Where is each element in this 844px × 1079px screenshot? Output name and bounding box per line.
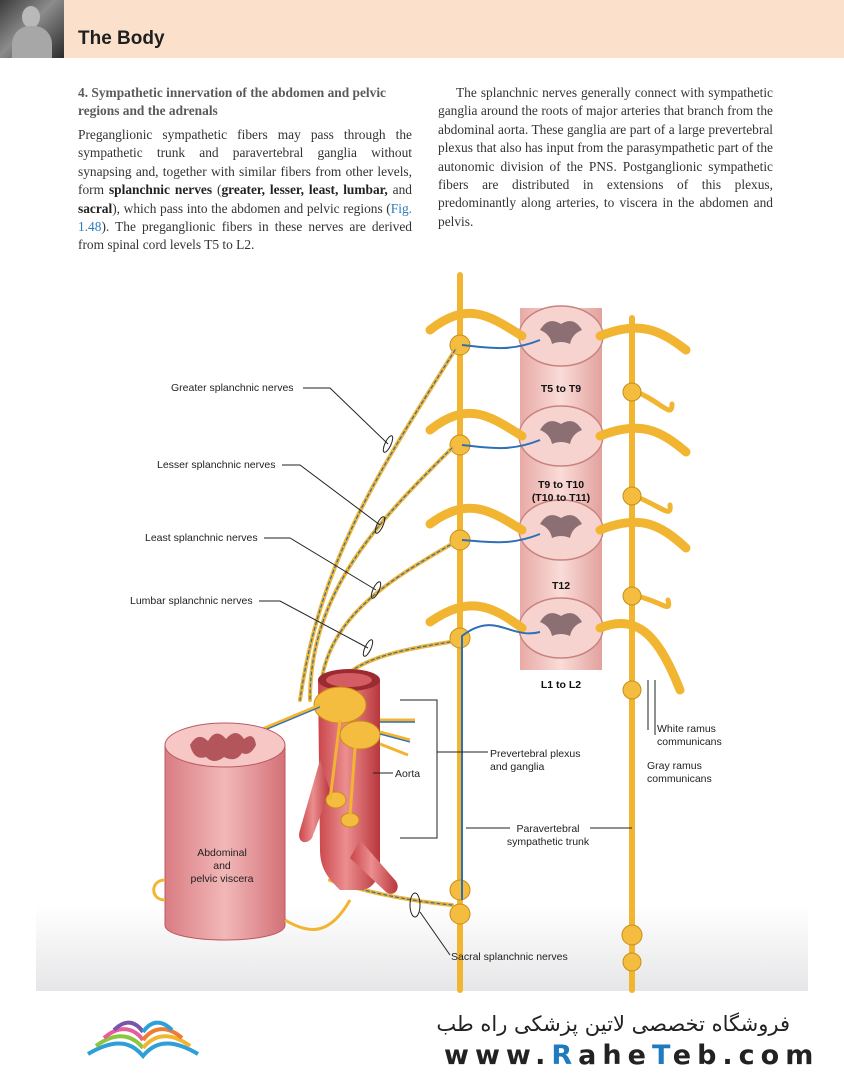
label-white-ramus-1: White ramus bbox=[657, 723, 716, 735]
label-prevertebral-1: Prevertebral plexus bbox=[490, 748, 580, 760]
watermark-store-name: فروشگاه تخصصی لاتین پزشکی راه طب bbox=[436, 1012, 790, 1036]
label-segment-t12: T12 bbox=[552, 580, 570, 592]
label-sacral-splanchnic: Sacral splanchnic nerves bbox=[451, 951, 568, 963]
paragraph-2: The splanchnic nerves generally connect … bbox=[438, 85, 773, 229]
cord-segment-t9-t10 bbox=[518, 405, 604, 467]
spinal-cord bbox=[518, 305, 604, 670]
section-heading: 4. Sympathetic innervation of the abdome… bbox=[78, 85, 386, 118]
figure-reference-link[interactable]: Fig. 1.48 bbox=[78, 200, 412, 235]
page-header: The Body bbox=[0, 0, 844, 58]
label-gray-ramus-2: communicans bbox=[647, 773, 712, 785]
paragraph-1: Preganglionic sympathetic fibers may pas… bbox=[78, 127, 412, 253]
label-segment-l1-l2: L1 to L2 bbox=[541, 679, 581, 691]
watermark-url[interactable]: www.RaheTeb.com bbox=[444, 1040, 820, 1071]
text-column-right: The splanchnic nerves generally connect … bbox=[438, 84, 773, 231]
label-viscera-2: and bbox=[213, 860, 231, 872]
label-paravertebral-1: Paravertebral bbox=[516, 823, 579, 835]
right-sympathetic-trunk bbox=[595, 315, 691, 993]
prevertebral-plexus bbox=[259, 686, 415, 828]
label-viscera-1: Abdominal bbox=[197, 847, 247, 859]
preganglionic-fibers bbox=[461, 339, 541, 900]
figure-floor-shading bbox=[36, 905, 808, 991]
left-sympathetic-trunk bbox=[425, 272, 527, 993]
label-prevertebral-2: and ganglia bbox=[490, 761, 544, 773]
cord-segment-t12 bbox=[518, 499, 604, 561]
label-segment-t5-t9: T5 to T9 bbox=[541, 383, 581, 395]
label-gray-ramus-1: Gray ramus bbox=[647, 760, 702, 772]
label-segment-t10-t11: (T10 to T11) bbox=[532, 492, 590, 504]
text-column-left: 4. Sympathetic innervation of the abdome… bbox=[78, 84, 412, 255]
label-greater-splanchnic: Greater splanchnic nerves bbox=[171, 382, 294, 394]
label-segment-t9-t10: T9 to T10 bbox=[538, 479, 584, 491]
label-least-splanchnic: Least splanchnic nerves bbox=[145, 532, 258, 544]
label-lumbar-splanchnic: Lumbar splanchnic nerves bbox=[130, 595, 253, 607]
label-lesser-splanchnic: Lesser splanchnic nerves bbox=[157, 459, 275, 471]
book-logo-icon bbox=[86, 1020, 200, 1060]
chapter-title: The Body bbox=[78, 28, 165, 49]
right-chain-ganglia bbox=[621, 382, 643, 972]
label-paravertebral-2: sympathetic trunk bbox=[507, 836, 590, 848]
abdominal-pelvic-viscera bbox=[152, 722, 352, 941]
leader-lines bbox=[259, 387, 656, 956]
header-thumbnail-image bbox=[0, 0, 64, 58]
sympathetic-innervation-figure: Greater splanchnic nerves Lesser splanch… bbox=[36, 272, 808, 993]
cord-segment-l1-l2 bbox=[518, 597, 604, 659]
label-aorta: Aorta bbox=[395, 768, 420, 780]
cord-segment-t5-t9 bbox=[518, 305, 604, 367]
label-white-ramus-2: communicans bbox=[657, 736, 722, 748]
splanchnic-nerves bbox=[298, 348, 457, 907]
label-viscera-3: pelvic viscera bbox=[190, 873, 253, 885]
